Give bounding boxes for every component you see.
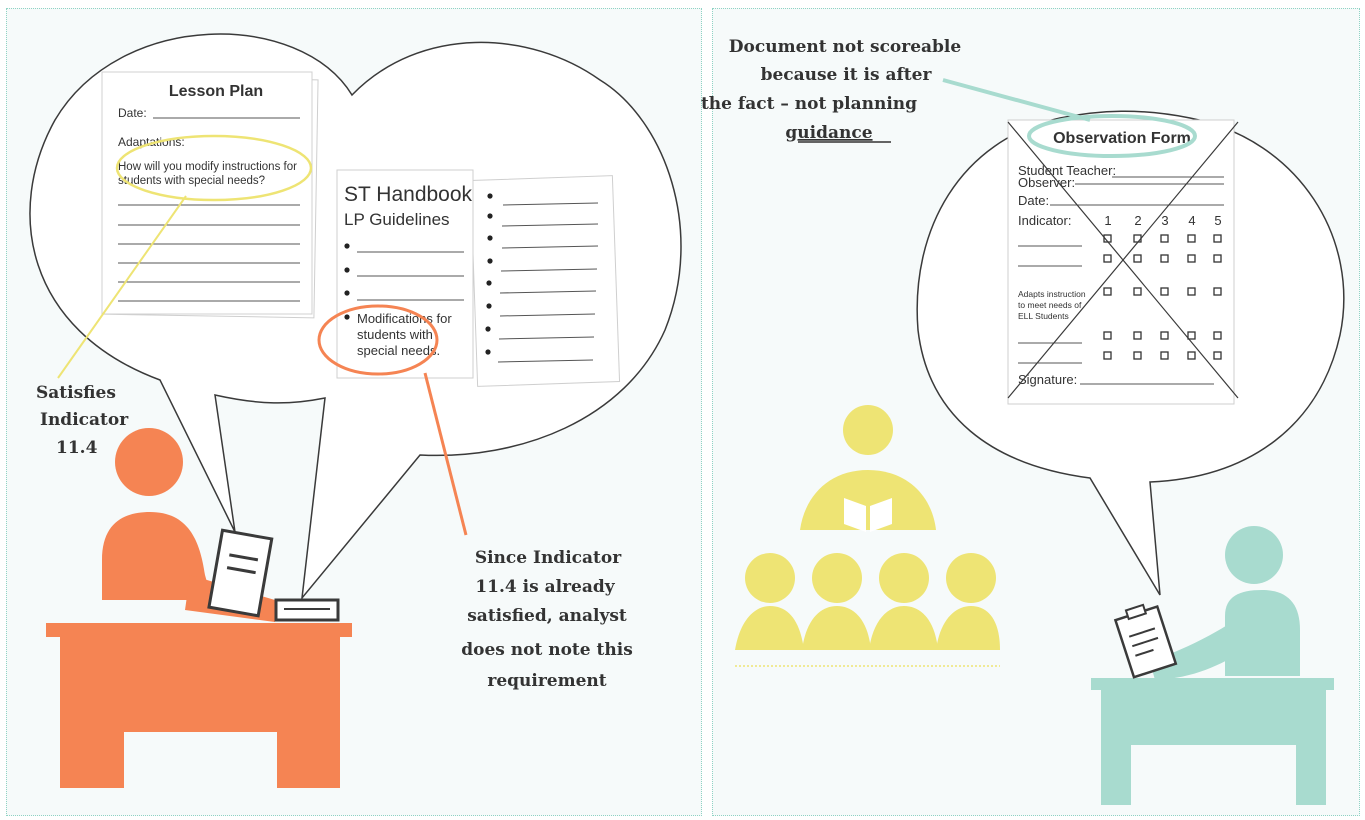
clipboard-teal — [1113, 603, 1178, 679]
checkbox-r5-c4 — [1187, 351, 1196, 360]
signature-label: Signature: — [1018, 372, 1077, 387]
scale-3: 3 — [1161, 213, 1168, 228]
checkbox-r3-c5 — [1213, 287, 1222, 296]
indicator-label: Indicator: — [1018, 213, 1071, 228]
clipboard-orange — [207, 528, 274, 618]
lesson-plan-date-label: Date: — [118, 106, 147, 120]
row-text-line3: ELL Students — [1018, 311, 1069, 321]
lesson-plan-lines — [118, 204, 300, 302]
checkbox-r4-c5 — [1213, 331, 1222, 340]
checkbox-r3-c2 — [1133, 287, 1142, 296]
checkbox-r2-c3 — [1160, 254, 1169, 263]
doc-line4: guidance — [785, 123, 872, 143]
handbook-bullets-left — [344, 243, 350, 320]
observation-form-title: Observation Form — [1053, 130, 1191, 147]
doc-line1: Document not scoreable — [729, 37, 962, 57]
checkbox-r4-c2 — [1133, 331, 1142, 340]
lesson-plan-question-line2: students with special needs? — [118, 175, 265, 187]
checkbox-r5-c2 — [1133, 351, 1142, 360]
checkbox-r2-c2 — [1133, 254, 1142, 263]
checkbox-r3-c3 — [1160, 287, 1169, 296]
lesson-plan-document: Lesson Plan Date: Adaptations: How will … — [101, 71, 319, 319]
rating-checkboxes — [1103, 234, 1222, 360]
connector-teal — [942, 78, 1091, 122]
scale-4: 4 — [1188, 213, 1195, 228]
satisfies-line2: Indicator — [40, 410, 129, 430]
student-teacher-label: Student Teacher: — [1018, 163, 1116, 178]
handbook-title: ST Handbook — [344, 183, 473, 206]
checkbox-r3-c4 — [1187, 287, 1196, 296]
checkbox-r3-c1 — [1103, 287, 1112, 296]
lesson-plan-adaptations-label: Adaptations: — [118, 135, 185, 149]
checkbox-r5-c1 — [1103, 351, 1112, 360]
observation-title-highlight-ellipse — [1027, 114, 1197, 158]
checkbox-r2-c5 — [1213, 254, 1222, 263]
connector-orange — [423, 372, 468, 536]
since-line1: Since Indicator — [475, 548, 622, 568]
row-text-line1: Adapts instruction — [1018, 289, 1086, 299]
checkbox-r5-c3 — [1160, 351, 1169, 360]
since-line3: satisfied, analyst — [467, 606, 627, 626]
doc-line3: the fact – not planning — [701, 94, 917, 114]
teal-observer-figure — [1091, 526, 1334, 805]
checkbox-r5-c5 — [1213, 351, 1222, 360]
checkbox-r1-c2 — [1133, 234, 1142, 243]
checkbox-r2-c1 — [1103, 254, 1112, 263]
handbook-highlight-line2: students with — [357, 327, 433, 342]
lesson-plan-title: Lesson Plan — [169, 83, 263, 100]
observer-label: Observer: — [1018, 175, 1075, 190]
checkbox-r1-c4 — [1187, 234, 1196, 243]
connector-yellow — [57, 195, 187, 379]
handbook-highlight-ellipse — [317, 304, 439, 376]
orange-teacher-figure — [46, 428, 352, 788]
since-line5: requirement — [487, 671, 606, 691]
since-line2: 11.4 is already — [475, 577, 615, 597]
checkbox-r1-c5 — [1213, 234, 1222, 243]
scale-2: 2 — [1134, 213, 1141, 228]
handbook-document: ST Handbook LP Guidelines Modifications … — [317, 169, 621, 387]
checkbox-r4-c1 — [1103, 331, 1112, 340]
satisfies-line3: 11.4 — [56, 438, 98, 458]
book-icon — [844, 498, 892, 532]
doc-line2: because it is after — [761, 65, 933, 85]
obs-date-label: Date: — [1018, 193, 1049, 208]
lesson-plan-question-line1: How will you modify instructions for — [118, 161, 297, 173]
handbook-bullets-right — [485, 193, 493, 355]
scale-1: 1 — [1104, 213, 1111, 228]
cross-line-2 — [1007, 121, 1239, 399]
handbook-highlight-line1: Modifications for — [357, 311, 452, 326]
handbook-highlight-line3: special needs. — [357, 343, 440, 358]
yellow-group-figures — [735, 405, 1000, 650]
checkbox-r4-c3 — [1160, 331, 1169, 340]
handbook-subtitle: LP Guidelines — [344, 210, 450, 229]
since-line4: does not note this — [461, 640, 633, 660]
scale-5: 5 — [1214, 213, 1221, 228]
lesson-plan-highlight-ellipse — [115, 134, 313, 202]
checkbox-r4-c4 — [1187, 331, 1196, 340]
checkbox-r1-c3 — [1160, 234, 1169, 243]
observation-form-document: Observation Form Student Teacher: Observ… — [1007, 114, 1239, 405]
satisfies-line1: Satisfies — [36, 383, 116, 403]
checkbox-r2-c4 — [1187, 254, 1196, 263]
row-text-line2: to meet needs of — [1018, 300, 1082, 310]
